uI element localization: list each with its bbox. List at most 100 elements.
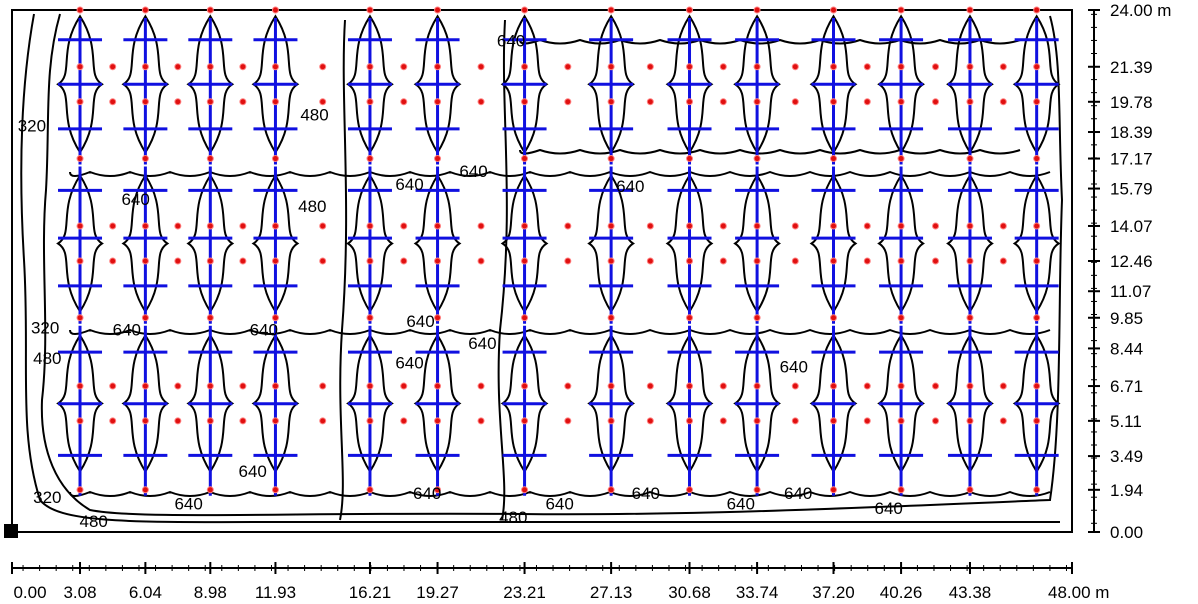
y-tick-label: 15.79 (1110, 180, 1153, 199)
y-tick-label: 3.49 (1110, 447, 1143, 466)
measurement-point (966, 222, 974, 230)
measurement-point (366, 382, 374, 390)
measurement-point (76, 382, 84, 390)
measurement-point (477, 257, 485, 265)
isolux-contours (20, 13, 1064, 524)
measurement-point (76, 98, 84, 106)
measurement-point (719, 257, 727, 265)
measurement-point (966, 155, 974, 163)
measurement-point (141, 98, 149, 106)
measurement-point (521, 486, 529, 494)
measurement-point (109, 257, 117, 265)
contour-value-label: 640 (406, 312, 434, 331)
measurement-point (1033, 257, 1041, 265)
measurement-point (366, 222, 374, 230)
contour-value-label: 640 (875, 499, 903, 518)
measurement-point (686, 417, 694, 425)
measurement-point (897, 155, 905, 163)
contour-value-label: 640 (468, 334, 496, 353)
x-tick-label: 27.13 (590, 583, 633, 602)
measurement-point (141, 314, 149, 322)
measurement-point (239, 222, 247, 230)
y-tick-label: 9.85 (1110, 309, 1143, 328)
x-tick-label: 30.68 (668, 583, 711, 602)
measurement-point (366, 417, 374, 425)
x-tick-label: 3.08 (63, 583, 96, 602)
measurement-point (271, 98, 279, 106)
contour-line (69, 170, 1051, 177)
measurement-point (521, 417, 529, 425)
measurement-point (271, 382, 279, 390)
measurement-point (141, 417, 149, 425)
contour-value-label: 320 (31, 319, 59, 338)
contour-line (40, 13, 1064, 517)
measurement-point (863, 382, 871, 390)
measurement-point (607, 417, 615, 425)
measurement-point (1033, 6, 1041, 14)
measurement-point (863, 222, 871, 230)
measurement-point (271, 257, 279, 265)
measurement-point (1033, 486, 1041, 494)
measurement-point (686, 257, 694, 265)
measurement-point (686, 314, 694, 322)
measurement-point (932, 257, 940, 265)
measurement-point (863, 63, 871, 71)
measurement-point (206, 382, 214, 390)
contour-value-label: 480 (33, 349, 61, 368)
measurement-point (753, 314, 761, 322)
measurement-point (607, 98, 615, 106)
measurement-point (999, 417, 1007, 425)
measurement-point (646, 257, 654, 265)
measurement-point (521, 222, 529, 230)
measurement-point (366, 486, 374, 494)
measurement-point (239, 257, 247, 265)
measurement-point (109, 222, 117, 230)
measurement-point (239, 98, 247, 106)
contour-line (497, 19, 508, 521)
measurement-point (109, 98, 117, 106)
measurement-point (271, 6, 279, 14)
measurement-point (932, 98, 940, 106)
measurement-point (400, 382, 408, 390)
measurement-point (1033, 155, 1041, 163)
measurement-point (753, 486, 761, 494)
measurement-point (76, 314, 84, 322)
measurement-point (521, 382, 529, 390)
measurement-point (830, 98, 837, 106)
measurement-point (686, 63, 694, 71)
measurement-point (141, 6, 149, 14)
measurement-point (239, 382, 247, 390)
contour-value-label: 640 (395, 353, 423, 372)
measurement-point (521, 155, 529, 163)
x-tick-label: 16.21 (349, 583, 392, 602)
measurement-point (686, 486, 694, 494)
measurement-point (607, 155, 615, 163)
measurement-point (319, 257, 327, 265)
measurement-point (319, 222, 327, 230)
measurement-point (607, 222, 615, 230)
measurement-point (174, 257, 182, 265)
contour-value-label: 640 (174, 495, 202, 514)
measurement-point (686, 222, 694, 230)
measurement-point (271, 314, 279, 322)
measurement-point (1033, 222, 1041, 230)
measurement-point (897, 63, 905, 71)
contour-value-label: 640 (459, 162, 487, 181)
origin-marker (4, 524, 18, 538)
measurement-point (753, 6, 761, 14)
measurement-point (1033, 382, 1041, 390)
measurement-point (1033, 314, 1041, 322)
contour-line (20, 13, 1060, 524)
measurement-point (646, 417, 654, 425)
measurement-point (206, 6, 214, 14)
measurement-point (271, 155, 279, 163)
y-tick-label: 17.17 (1110, 150, 1153, 169)
measurement-point (76, 155, 84, 163)
measurement-point (206, 486, 214, 494)
measurement-point (564, 417, 572, 425)
measurement-point (434, 98, 442, 106)
contour-value-label: 640 (497, 31, 525, 50)
measurement-point (686, 98, 694, 106)
measurement-point (966, 257, 974, 265)
measurement-point (206, 98, 214, 106)
